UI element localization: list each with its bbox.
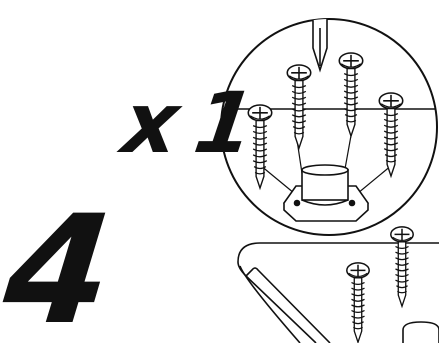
screw-lower-right: [391, 227, 413, 306]
assembly-step-diagram: x 1 4: [0, 0, 439, 343]
quantity-label: x 1: [118, 78, 255, 168]
screw-lower-left: [347, 263, 369, 342]
table-corner: [238, 243, 439, 343]
step-number: 4: [0, 196, 118, 346]
